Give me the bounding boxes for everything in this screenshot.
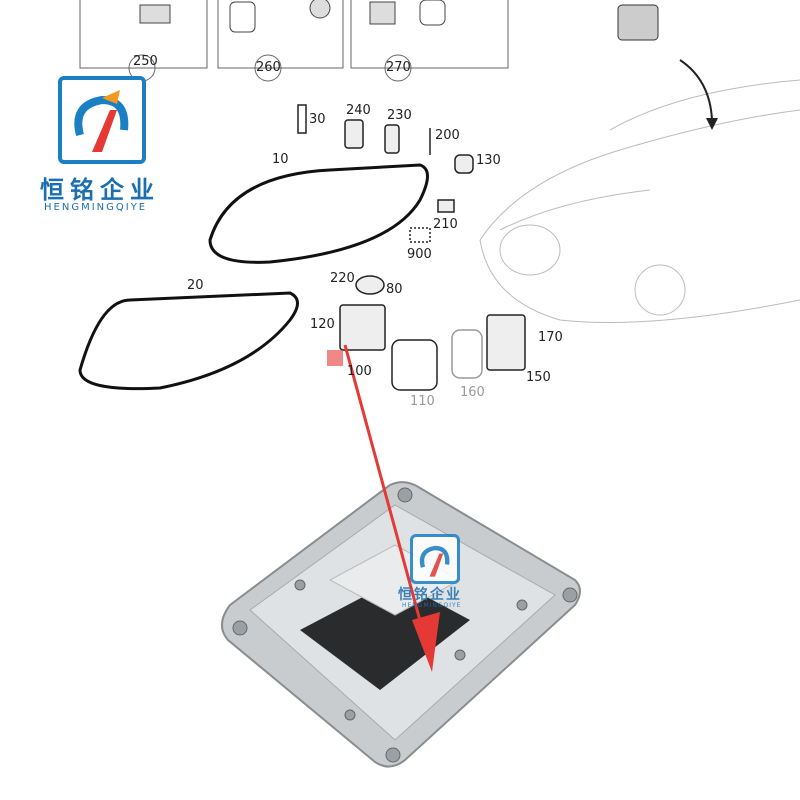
part-label: 100 [347,364,372,379]
brand-name-english: HENGMINGQIYE [44,202,148,213]
pointer-arrowhead [412,612,440,672]
group-label: 250 [133,54,158,69]
part-label: 240 [346,103,371,118]
group-label: 260 [256,60,281,75]
part-label: 200 [435,128,460,143]
small-parts [297,104,526,391]
part-label: 20 [187,278,204,293]
brand-name-chinese: 恒铭企业 [398,587,462,603]
brand-watermark-small: 恒铭企业 HENGMINGQIYE [398,534,470,614]
part-label: 170 [538,330,563,345]
pointer-arrow [343,344,430,651]
part-label: 10 [272,152,289,167]
part-label: 210 [433,217,458,232]
part-100-highlight [327,350,343,366]
part-label: 30 [309,112,326,127]
group-boxes [79,0,509,82]
part-label: 160 [460,385,485,400]
led-control-unit-photo [221,481,581,768]
group-label: 270 [386,60,411,75]
sensor-pointer-line [679,59,713,121]
part-label: 150 [526,370,551,385]
part-label: 110 [410,394,435,409]
brand-logo-icon [410,534,460,584]
car-outline [479,79,800,323]
sensor-part [617,4,659,41]
part-label: 900 [407,247,432,262]
headlight-housing-20 [78,291,299,391]
brand-name-english: HENGMINGQIYE [402,602,462,609]
part-label: 130 [476,153,501,168]
headlight-lens-10 [208,163,429,264]
part-label: 230 [387,108,412,123]
group-part-thumbnails [139,0,446,33]
part-label: 220 [330,271,355,286]
part-label: 80 [386,282,403,297]
brand-logo-icon [58,76,146,164]
part-label: 120 [310,317,335,332]
sensor-pointer-arrowhead [706,118,718,130]
brand-name-chinese: 恒铭企业 [40,176,160,204]
brand-watermark: 恒铭企业 HENGMINGQIYE [40,76,168,213]
